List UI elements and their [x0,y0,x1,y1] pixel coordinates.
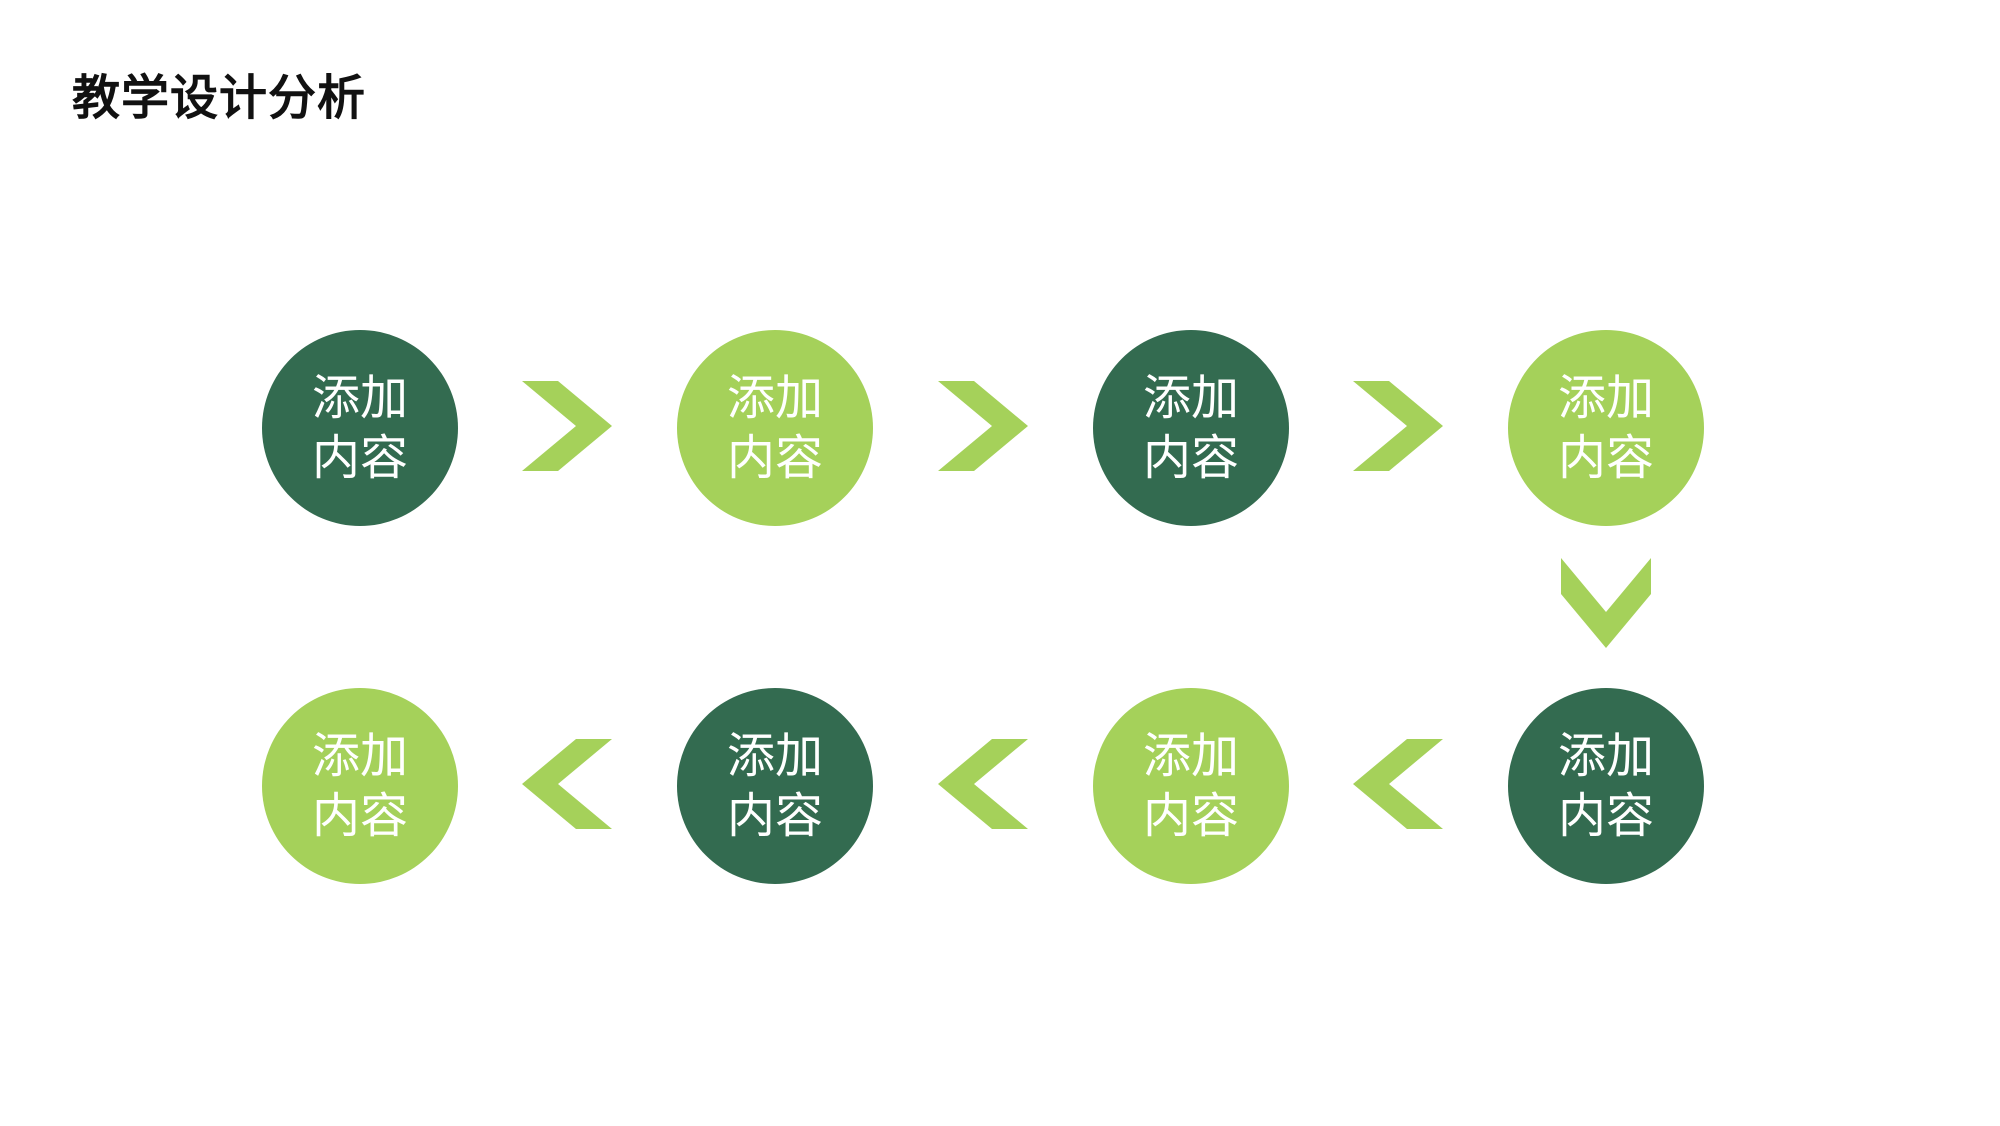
flow-node-8-label: 添加内容 [311,728,408,844]
flow-node-5-label: 添加内容 [1557,728,1654,844]
flow-node-8: 添加内容 [262,688,458,884]
chevron-path [938,739,1028,829]
flow-node-7: 添加内容 [677,688,873,884]
chevron-left-icon [1353,739,1443,829]
chevron-left-icon [938,739,1028,829]
flow-node-1-label: 添加内容 [311,370,408,486]
chevron-path [938,381,1028,471]
chevron-path [1353,381,1443,471]
chevron-right-shape [938,381,1028,471]
flow-node-2: 添加内容 [677,330,873,526]
flow-node-6-label: 添加内容 [1142,728,1239,844]
chevron-down-icon [1561,558,1651,648]
chevron-right-shape [1353,381,1443,471]
chevron-left-shape [1353,739,1443,829]
flow-node-4-label: 添加内容 [1557,370,1654,486]
chevron-left-shape [522,739,612,829]
page-title: 教学设计分析 [72,70,367,126]
flow-node-2-label: 添加内容 [726,370,823,486]
chevron-left-icon [522,739,612,829]
chevron-left-shape [938,739,1028,829]
chevron-right-icon [522,381,612,471]
chevron-path [522,739,612,829]
chevron-path [1353,739,1443,829]
flow-node-1: 添加内容 [262,330,458,526]
chevron-down-shape [1561,558,1651,648]
chevron-right-icon [938,381,1028,471]
flow-node-4: 添加内容 [1508,330,1704,526]
flow-node-3: 添加内容 [1093,330,1289,526]
chevron-path [522,381,612,471]
chevron-path [1561,558,1651,648]
flow-node-7-label: 添加内容 [726,728,823,844]
chevron-right-icon [1353,381,1443,471]
flow-node-5: 添加内容 [1508,688,1704,884]
flow-node-6: 添加内容 [1093,688,1289,884]
flow-node-3-label: 添加内容 [1142,370,1239,486]
chevron-right-shape [522,381,612,471]
